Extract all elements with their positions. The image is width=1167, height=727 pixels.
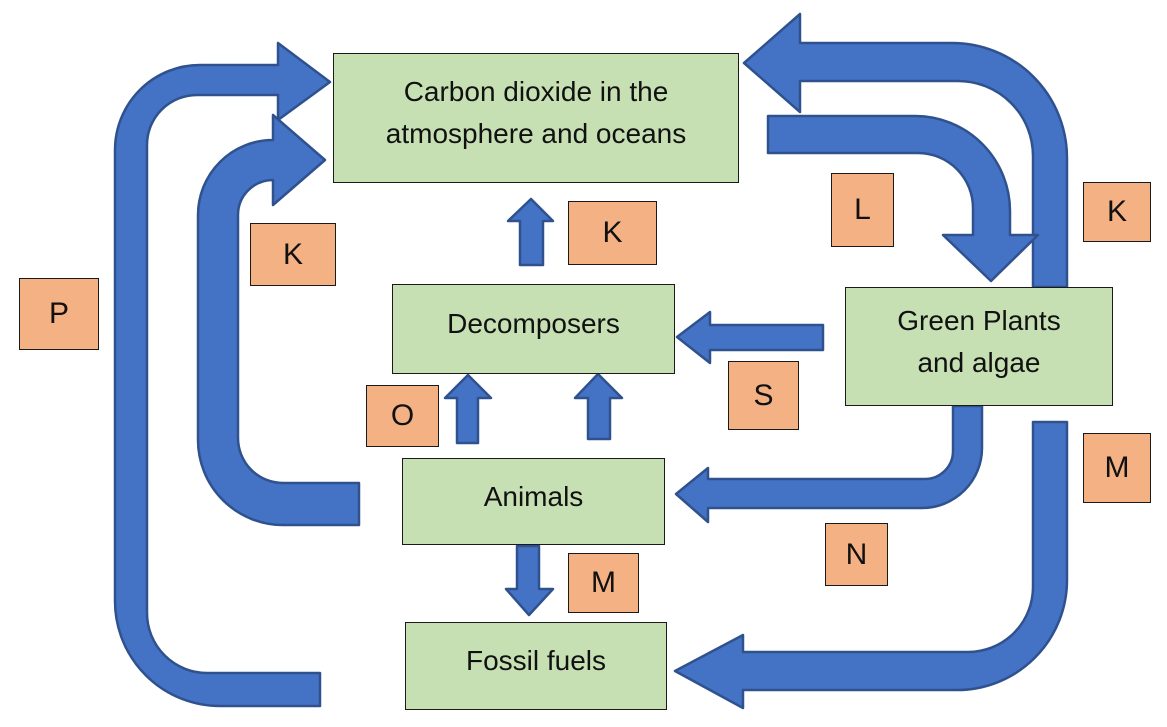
letter-l-text: L <box>854 193 871 226</box>
letter-label-l: L <box>831 173 894 247</box>
letter-s-text: S <box>753 378 774 412</box>
arrow-k-animals-to-co2 <box>196 113 361 527</box>
node-animals: Animals <box>402 458 665 545</box>
letter-p-text: P <box>48 297 69 330</box>
letter-k-right-text: K <box>1106 195 1127 228</box>
letter-label-n: N <box>825 523 888 586</box>
letter-label-o: O <box>366 385 439 447</box>
arrow-s-greenplants-to-decomposers <box>675 310 825 365</box>
node-fossil-fuels: Fossil fuels <box>405 622 667 710</box>
node-carbon-dioxide-line1: Carbon dioxide in the <box>403 76 669 107</box>
arrow-l-co2-to-greenplants <box>766 114 1040 283</box>
letter-label-k-right: K <box>1083 182 1151 242</box>
letter-label-k-left: K <box>250 223 336 286</box>
arrow-m-greenplants-to-fossilfuels <box>673 420 1069 710</box>
arrow-n-greenplants-to-animals <box>674 404 984 524</box>
letter-label-p: P <box>19 278 99 350</box>
node-green-plants-line1: Green Plants <box>897 304 1061 336</box>
arrow-p-fossilfuels-to-co2 <box>113 41 332 708</box>
arrow-k-decomposers-to-co2 <box>506 197 555 267</box>
letter-label-k-top: K <box>568 201 657 265</box>
node-carbon-dioxide-line2: atmosphere and oceans <box>385 118 687 149</box>
arrow-m-animals-to-fossilfuels <box>504 544 555 617</box>
letter-m-right-text: M <box>1104 451 1130 484</box>
letter-label-m-right: M <box>1083 433 1151 503</box>
node-green-plants-line2: and algae <box>917 346 1041 378</box>
letter-k-left-text: K <box>282 237 303 271</box>
node-fossil-fuels-label: Fossil fuels <box>465 645 607 676</box>
letter-label-m-bottom: M <box>568 553 639 613</box>
letter-k-top-text: K <box>602 216 623 249</box>
node-animals-label: Animals <box>483 480 584 512</box>
arrow-o-animals-to-decomposers-right <box>573 372 624 441</box>
letter-label-s: S <box>728 361 799 430</box>
node-decomposers-label: Decomposers <box>447 308 620 339</box>
arrow-k-greenplants-to-co2 <box>742 12 1069 289</box>
letter-m-bottom-text: M <box>591 566 616 599</box>
letter-n-text: N <box>845 537 868 571</box>
letter-o-text: O <box>390 399 415 432</box>
node-green-plants-and-algae: Green Plants and algae <box>845 287 1113 406</box>
arrow-o-animals-to-decomposers-left <box>443 373 493 445</box>
node-carbon-dioxide: Carbon dioxide in the atmosphere and oce… <box>333 53 739 183</box>
node-decomposers: Decomposers <box>392 284 675 374</box>
